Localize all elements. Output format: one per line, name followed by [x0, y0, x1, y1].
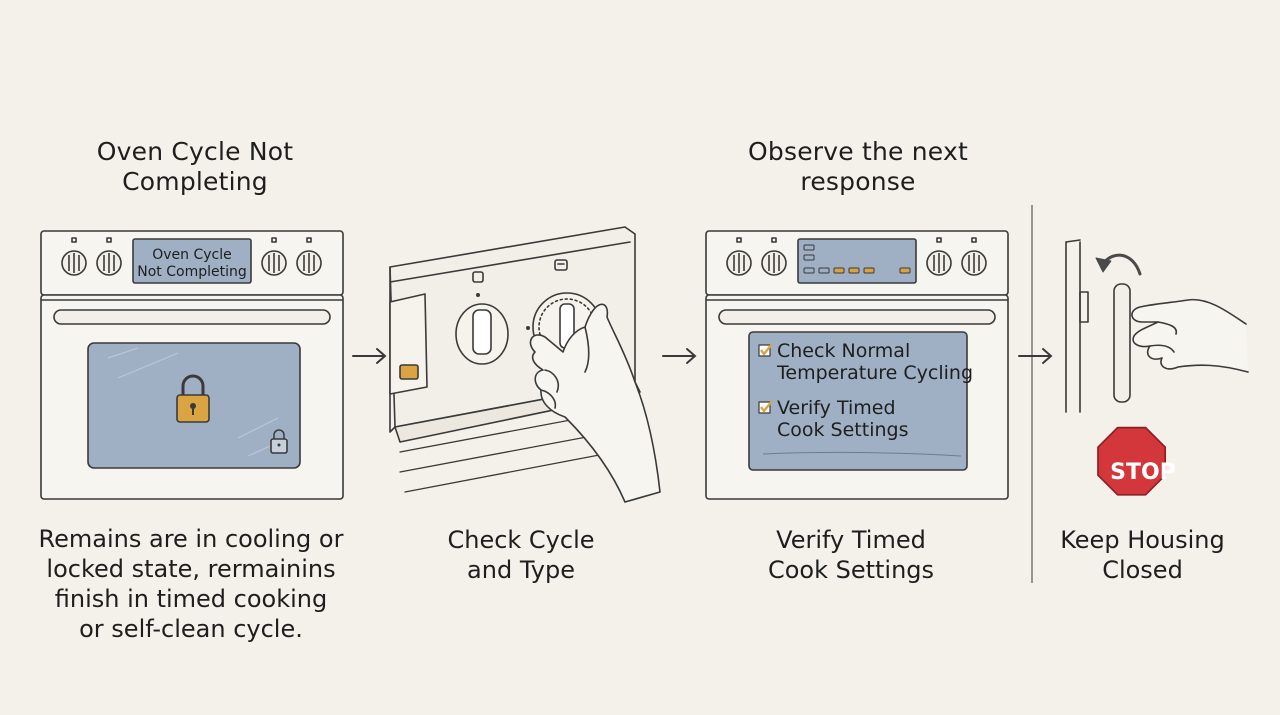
knob-icon: [455, 271, 509, 365]
knob-icon: [961, 237, 987, 276]
arrow-right-icon: [1018, 348, 1053, 364]
knob-icon: [296, 237, 322, 276]
step3-caption: Verify Timed Cook Settings: [767, 526, 935, 584]
keep-closed-illustration: STOP: [1065, 239, 1249, 496]
knob-icon: [96, 237, 122, 276]
checkbox-icon: [758, 343, 773, 357]
step4-caption: Keep Housing Closed: [1060, 526, 1225, 584]
knob-icon: [261, 237, 287, 276]
small-lock-icon: [270, 429, 288, 454]
knob-icon: [761, 237, 787, 276]
step1-heading: Oven Cycle Not Completing: [96, 137, 294, 196]
knob-icon: [926, 237, 952, 276]
step3-heading: Observe the next response: [748, 137, 968, 196]
step2-caption: Check Cycle and Type: [447, 526, 595, 584]
display-line1: Oven Cycle: [152, 247, 232, 263]
checklist-item-2-line1: Verify Timed: [777, 397, 896, 419]
dial-adjust-illustration: [389, 226, 661, 503]
hand-icon: [529, 303, 661, 503]
vertical-divider: [1031, 205, 1033, 583]
svg-text:Check Normal Temperature C: Check Normal Temperature Cycling Verify …: [776, 340, 979, 441]
oven-illustration-checklist: Check Normal Temperature Cycling Verify …: [705, 230, 1009, 500]
rotate-arrow-icon: [1095, 253, 1142, 276]
hand-icon: [1131, 298, 1249, 373]
oven-illustration-locked: Oven Cycle Not Completing: [40, 230, 344, 500]
stop-sign-label: STOP: [1110, 460, 1176, 485]
lock-icon: [176, 374, 210, 423]
knob-icon: [61, 237, 87, 276]
stop-sign-icon: [1097, 426, 1167, 496]
checklist-item-1-line1: Check Normal: [777, 340, 910, 362]
display-line2: Not Completing: [137, 264, 246, 280]
checkbox-icon: [758, 400, 773, 414]
arrow-right-icon: [662, 348, 697, 364]
step1-caption: Remains are in cooling or locked state, …: [38, 525, 344, 643]
knob-icon: [726, 237, 752, 276]
checklist-item-2-line2: Cook Settings: [777, 419, 909, 441]
checklist-item-1-line2: Temperature Cycling: [776, 362, 973, 384]
arrow-right-icon: [352, 348, 387, 364]
